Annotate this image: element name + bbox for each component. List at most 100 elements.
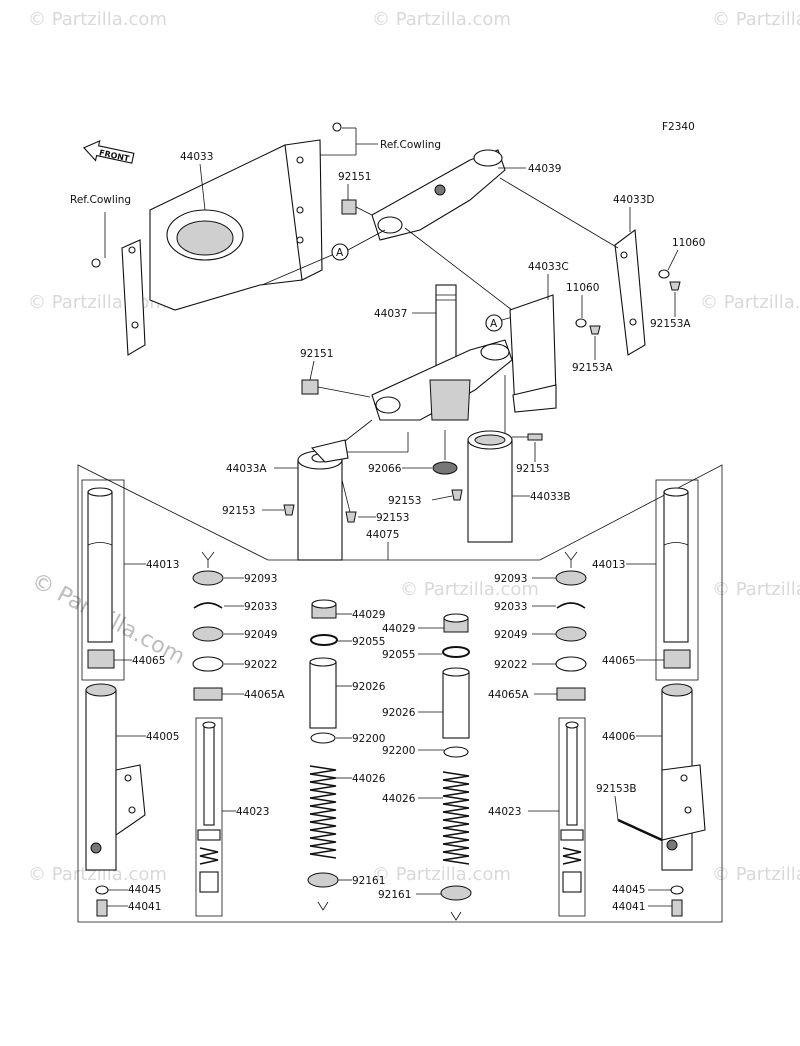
bolt-92153 (283, 504, 295, 516)
part-label-92066: 92066 (368, 463, 402, 475)
watermark: © Partzilla.com (28, 9, 167, 30)
seal-92093 (555, 570, 587, 586)
bolt-92153A (669, 281, 681, 291)
damper-rod-44023-right (560, 721, 584, 893)
part-label-44033: 44033 (180, 151, 213, 163)
ref-marker-a (485, 314, 503, 332)
washer-92049 (192, 626, 224, 642)
part-label-44029: 44029 (382, 623, 415, 635)
part-label-44065: 44065 (132, 655, 165, 667)
part-label-92055: 92055 (352, 636, 385, 648)
figure-code: F2340 (662, 121, 695, 133)
part-label-92151: 92151 (338, 171, 371, 183)
part-label-92153: 92153 (516, 463, 549, 475)
cowl-bracket-44033 (91, 122, 342, 356)
bolt-92151-lower (301, 379, 371, 398)
spacer-92026-left (309, 657, 337, 729)
ref-cowling-label: Ref.Cowling (380, 139, 441, 151)
seal-92066 (432, 461, 458, 475)
ref-marker-text: A (490, 318, 498, 330)
part-label-92026: 92026 (382, 707, 416, 719)
front-label: FRONT (98, 148, 130, 163)
part-label-92093: 92093 (244, 573, 277, 585)
part-label-44065A: 44065A (488, 689, 529, 701)
part-label-92049: 92049 (244, 629, 277, 641)
part-label-44065: 44065 (602, 655, 635, 667)
part-label-44023: 44023 (488, 806, 521, 818)
part-label-92026: 92026 (352, 681, 386, 693)
bolt-44041 (671, 899, 683, 917)
part-label-92055: 92055 (382, 649, 415, 661)
watermark: © Partzilla.com (28, 292, 167, 313)
part-label-44075: 44075 (366, 529, 399, 541)
leader-line (404, 227, 513, 311)
seal-92022 (192, 656, 224, 672)
washer-44045 (95, 885, 109, 895)
clip-92033 (556, 602, 586, 609)
cap-bolt-44029-right (443, 613, 469, 633)
part-label-92151: 92151 (300, 348, 333, 360)
part-label-44037: 44037 (374, 308, 407, 320)
leader-line (614, 795, 619, 821)
cowl-bracket-44033C (509, 294, 557, 413)
part-label-92033: 92033 (494, 601, 527, 613)
watermark: © Partzilla.com (712, 864, 800, 885)
part-label-44026: 44026 (352, 773, 386, 785)
outer-tube-44005 (85, 683, 146, 871)
seal-92161 (440, 885, 472, 901)
cap-bolt-44029-left (311, 599, 337, 619)
arrow-icon (317, 901, 329, 911)
watermark: © Partzilla.com (700, 292, 800, 313)
cowl-bracket-44033D (614, 228, 646, 356)
part-label-92153B: 92153B (596, 783, 637, 795)
leader-line (199, 163, 206, 211)
washer-44045 (670, 885, 684, 895)
part-label-44065A: 44065A (244, 689, 285, 701)
part-label-92093: 92093 (494, 573, 527, 585)
front-arrow-icon: FRONT (82, 139, 135, 164)
washer-92200 (310, 732, 336, 744)
leader-line (499, 177, 619, 249)
ref-marker-a (331, 243, 349, 261)
part-label-92200: 92200 (382, 745, 415, 757)
leader-line (309, 360, 315, 381)
damper-rod-44023-left (197, 721, 221, 893)
o-ring-92055 (310, 634, 338, 646)
part-label-44045: 44045 (612, 884, 645, 896)
leader-line (341, 479, 351, 513)
part-label-11060: 11060 (672, 237, 705, 249)
spring-44026-left (309, 765, 337, 859)
part-label-44045: 44045 (128, 884, 161, 896)
part-label-44033C: 44033C (528, 261, 569, 273)
part-label-44005: 44005 (146, 731, 179, 743)
washer-92200 (443, 746, 469, 758)
watermark: © Partzilla.com (400, 579, 539, 600)
part-label-44039: 44039 (528, 163, 561, 175)
seal-92022 (555, 656, 587, 672)
watermark: © Partzilla.com (372, 9, 511, 30)
seal-92093 (192, 570, 224, 586)
bushing-44065-left (87, 649, 115, 669)
bolt-92153 (451, 489, 463, 501)
bushing-44065-right (663, 649, 691, 669)
part-label-44041: 44041 (612, 901, 645, 913)
bolt-92153A (589, 325, 601, 335)
fork-cover-44033A (297, 439, 349, 561)
part-label-11060: 11060 (566, 282, 599, 294)
assembly-frame (77, 464, 723, 923)
part-label-92153: 92153 (388, 495, 421, 507)
watermark: © Partzilla.com (712, 579, 800, 600)
leader-line (431, 495, 453, 501)
part-label-92022: 92022 (244, 659, 277, 671)
spacer-92026-right (442, 667, 470, 739)
bolt-92153 (527, 433, 543, 441)
part-label-44006: 44006 (602, 731, 636, 743)
part-label-92153: 92153 (376, 512, 409, 524)
part-label-44041: 44041 (128, 901, 161, 913)
part-label-92161: 92161 (352, 875, 385, 887)
arrow-icon (564, 551, 578, 561)
damper-box-left (195, 717, 223, 917)
inner-tube-44013-left (87, 487, 113, 643)
part-label-44023: 44023 (236, 806, 269, 818)
